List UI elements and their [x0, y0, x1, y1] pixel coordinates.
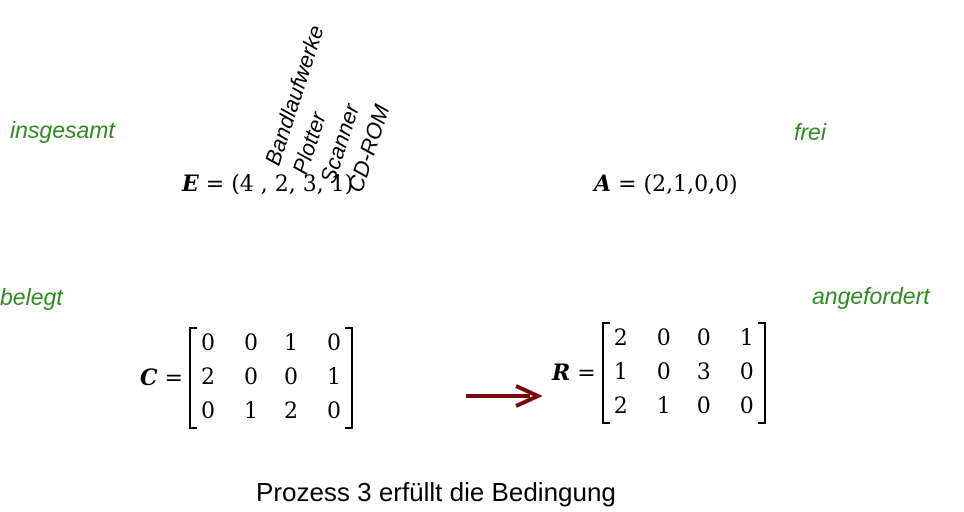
matrix-cell: 0 [696, 326, 711, 351]
vector-a-value: = (2,1,0,0) [618, 172, 738, 197]
matrix-cell: 0 [656, 326, 671, 351]
matrix-cell: 0 [283, 365, 298, 390]
matrix-cell: 0 [200, 331, 215, 356]
matrix-cell: 2 [200, 365, 215, 390]
matrix-cell: 1 [613, 360, 628, 385]
matrix-row: 2 1 0 0 [612, 390, 756, 424]
vector-e-value: = (4 , 2, 3, 1) [205, 172, 354, 197]
matrix-c: C = 0 0 1 0 2 0 0 1 0 1 2 0 [140, 327, 353, 429]
footer-caption: Prozess 3 erfüllt die Bedingung [256, 477, 616, 507]
matrix-cell: 0 [243, 331, 258, 356]
matrix-cell: 1 [243, 399, 258, 424]
matrix-cell: 2 [283, 399, 298, 424]
matrix-c-name: C [140, 365, 158, 391]
matrix-cell: 0 [243, 365, 258, 390]
matrix-cell: 0 [326, 331, 341, 356]
matrix-cell: 0 [656, 360, 671, 385]
matrix-cell: 1 [739, 326, 754, 351]
matrix-cell: 0 [739, 394, 754, 419]
matrix-row: 2 0 0 1 [612, 322, 756, 356]
matrix-row: 0 1 2 0 [199, 395, 343, 429]
label-requested: angefordert [812, 283, 930, 309]
matrix-cell: 0 [200, 399, 215, 424]
vector-a: A = (2,1,0,0) [594, 171, 738, 197]
vector-e-name: E [182, 171, 199, 197]
matrix-cell: 3 [696, 360, 711, 385]
matrix-cell: 0 [696, 394, 711, 419]
matrix-cell: 2 [613, 326, 628, 351]
vector-e: E = (4 , 2, 3, 1) [182, 171, 353, 197]
matrix-cell: 1 [283, 331, 298, 356]
label-free: frei [794, 119, 826, 145]
matrix-cell: 0 [326, 399, 341, 424]
matrix-r-name: R [552, 360, 571, 386]
label-total: insgesamt [10, 117, 115, 143]
matrix-cell: 1 [326, 365, 341, 390]
matrix-cell: 2 [613, 394, 628, 419]
matrix-row: 1 0 3 0 [612, 356, 756, 390]
matrix-row: 0 0 1 0 [199, 327, 343, 361]
arrow-right-icon [466, 384, 542, 408]
matrix-cell: 0 [739, 360, 754, 385]
matrix-row: 2 0 0 1 [199, 361, 343, 395]
vector-a-name: A [594, 171, 612, 197]
matrix-cell: 1 [656, 394, 671, 419]
matrix-r: R = 2 0 0 1 1 0 3 0 2 1 0 0 [552, 322, 766, 424]
label-allocated: belegt [0, 284, 63, 310]
